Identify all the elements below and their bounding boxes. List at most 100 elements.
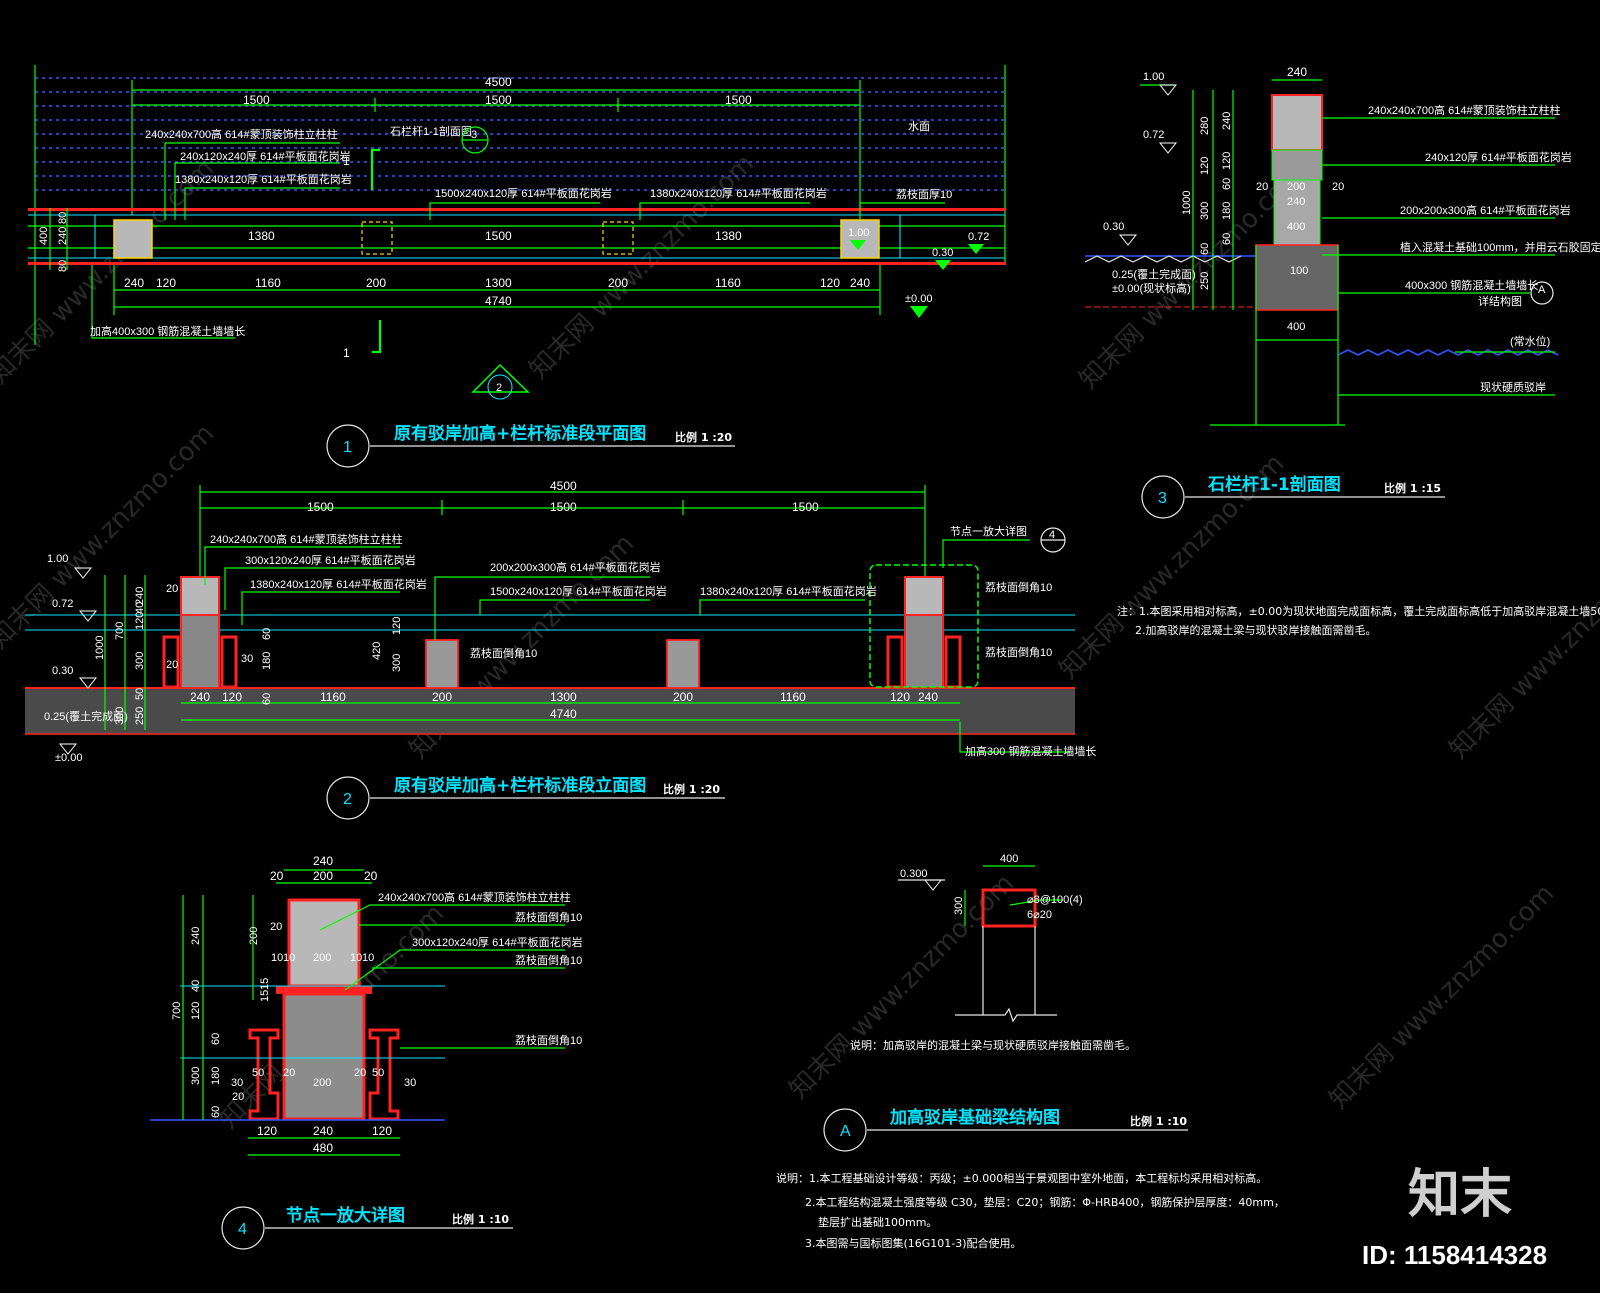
section-dim: 250: [1199, 272, 1211, 290]
detail-label: 荔枝面倒角10: [515, 953, 582, 967]
plan-side-dim: 80: [57, 260, 69, 272]
detail-dim: 120: [257, 1124, 277, 1138]
plan-dim: 1500: [725, 93, 752, 107]
detail-dim: 20: [270, 869, 284, 883]
plan-dim: 240: [124, 276, 144, 290]
watermark: 知末网 www.znzmo.com: [784, 869, 1020, 1105]
elev-dim: 200: [432, 690, 452, 704]
watermark-layer: 知末网 www.znzmo.com 知末网 www.znzmo.com 知末网 …: [0, 149, 1600, 1135]
plan-drawing: 4500 1500 1500 1500 1380 1500 1380 400 8…: [28, 65, 1006, 468]
section-dim: 120: [1221, 152, 1233, 170]
note-line: 3.本图需与国标图集(16G101-3)配合使用。: [805, 1236, 1022, 1250]
plan-label: 加高400x300 钢筋混凝土墙墙长: [90, 324, 245, 338]
plan-dim: 200: [366, 276, 386, 290]
plan-dim: 1500: [485, 229, 512, 243]
detail-scale: 比例 1 :10: [452, 1212, 509, 1226]
section-dim: 180: [1221, 202, 1233, 220]
plan-label: 240x120x240厚 614#平板面花岗岩: [180, 149, 351, 163]
section-level: 0.30: [1103, 221, 1124, 233]
elev-level: 0.72: [52, 598, 73, 610]
detail-dim: 480: [313, 1141, 333, 1155]
elev-label: 荔枝面倒角10: [985, 645, 1052, 659]
plan-dim: 1160: [715, 276, 741, 290]
plan-post: [840, 219, 880, 259]
elev-label: 300x120x240厚 614#平板面花岗岩: [245, 553, 416, 567]
elev-dim-total: 4500: [550, 479, 577, 493]
elev-inner-dim: 30: [241, 653, 253, 665]
elev-level: 0.30: [52, 665, 73, 677]
plan-label: 1380x240x120厚 614#平板面花岗岩: [650, 186, 827, 200]
elev-inner-dim: 300: [391, 654, 403, 672]
elev-label: 240x240x700高 614#蒙顶装饰柱立柱柱: [210, 532, 403, 546]
section-dim: 60: [1199, 243, 1211, 255]
elev-dim: 1300: [550, 690, 577, 704]
section-label: 240x120厚 614#平板面花岗岩: [1425, 150, 1572, 164]
plan-number: 1: [343, 439, 352, 456]
note-line: 2.加高驳岸的混凝土梁与现状驳岸接触面需凿毛。: [1135, 623, 1377, 637]
section-label: 植入混凝土基础100mm，并用云石胶固定: [1400, 240, 1600, 254]
detail-left-dim: 20: [270, 921, 282, 933]
plan-label: 1500x240x120厚 614#平板面花岗岩: [435, 186, 612, 200]
elev-dim: 120: [890, 690, 910, 704]
beam-note: 说明：加高驳岸的混凝土梁与现状硬质驳岸接触面需凿毛。: [850, 1038, 1136, 1052]
section-dim-top: 240: [1287, 65, 1307, 79]
detail-label: 240x240x700高 614#蒙顶装饰柱立柱柱: [378, 890, 571, 904]
plan-title: 原有驳岸加高+栏杆标准段平面图: [394, 423, 646, 444]
elev-inner-dim: 420: [371, 642, 383, 660]
notes-right: 注：1.本图采用相对标高，±0.00为现状地面完成面标高，覆土完成面标高低于加高…: [1117, 604, 1600, 637]
beam-rebar: 6⌀20: [1027, 909, 1052, 921]
beam-title: 加高驳岸基础梁结构图: [889, 1107, 1060, 1128]
plan-dim: 1500: [243, 93, 270, 107]
detail-left-dim: 60: [210, 1033, 222, 1045]
elev-dim: 240: [918, 690, 938, 704]
section-level: 1.00: [1143, 71, 1164, 83]
elev-left-dim: 300: [134, 652, 146, 670]
elev-detail-ref: 4: [1049, 529, 1055, 541]
section-inner-dim: 240: [1287, 196, 1305, 208]
section-label: 200x200x300高 614#平板面花岗岩: [1400, 203, 1571, 217]
section-label: 400x300 钢筋混凝土墙墙长: [1405, 278, 1538, 292]
note-line: 2.本工程结构混凝土强度等级 C30，垫层：C20；钢筋：Φ-HRB400，钢筋…: [805, 1195, 1285, 1209]
section-dim: 280: [1199, 117, 1211, 135]
plan-dim: 1500: [485, 93, 512, 107]
notes-bottom: 说明：1.本工程基础设计等级：丙级；±0.000相当于景观图中室外地面，本工程标…: [776, 1171, 1285, 1250]
detail-inner-dim: 50: [252, 1067, 264, 1079]
elev-dim: 1160: [780, 690, 806, 704]
section-inner-dim: 200: [1287, 181, 1305, 193]
detail-label: 300x120x240厚 614#平板面花岗岩: [412, 935, 583, 949]
detail-inner-dim: 30: [231, 1077, 243, 1089]
plan-level: 1.00: [848, 227, 869, 239]
elev-scale: 比例 1 :20: [663, 782, 720, 796]
plan-side-dim: 80: [57, 212, 69, 224]
plan-scale: 比例 1 :20: [675, 430, 732, 444]
section-inner-dim: 20: [1332, 181, 1344, 193]
detail-dim: 240: [313, 854, 333, 868]
plan-dim-total: 4500: [485, 75, 512, 89]
detail-inner-dim: 30: [404, 1077, 416, 1089]
beam-rebar: ⌀8@100(4): [1027, 894, 1083, 906]
detail-dim: 240: [313, 1124, 333, 1138]
section-mark: 1: [343, 154, 350, 168]
elev-inner-dim: 60: [261, 628, 273, 640]
detail-left-dim: 15: [259, 978, 271, 990]
detail-left-dim: 300: [190, 1067, 202, 1085]
plan-label: 1380x240x120厚 614#平板面花岗岩: [175, 172, 352, 186]
plan-side-dim: 400: [38, 227, 50, 245]
elev-dim: 240: [190, 690, 210, 704]
section-detail-ref: A: [1538, 284, 1546, 296]
section-number: 3: [1158, 490, 1167, 507]
plan-detail-ref: 3: [471, 129, 477, 141]
elev-dim: 1160: [320, 690, 346, 704]
watermark: 知末网 www.znzmo.com: [524, 149, 760, 385]
detail-left-dim: 40: [190, 980, 202, 992]
detail-inner-dim: 10: [283, 952, 295, 964]
elev-level: 1.00: [47, 553, 68, 565]
detail-inner-dim: 200: [313, 1077, 331, 1089]
elev-left-dim: 700: [114, 622, 126, 640]
note-line: 说明：1.本工程基础设计等级：丙级；±0.000相当于景观图中室外地面，本工程标…: [776, 1171, 1267, 1185]
elev-label: 加高300 钢筋混凝土墙墙长: [965, 744, 1096, 758]
plan-dim: 1160: [255, 276, 281, 290]
detail-drawing: 240 20 200 20 240 700 120 40 15 15 300 1…: [150, 854, 583, 1250]
detail-label: 荔枝面倒角10: [515, 910, 582, 924]
plan-dim: 120: [156, 276, 176, 290]
